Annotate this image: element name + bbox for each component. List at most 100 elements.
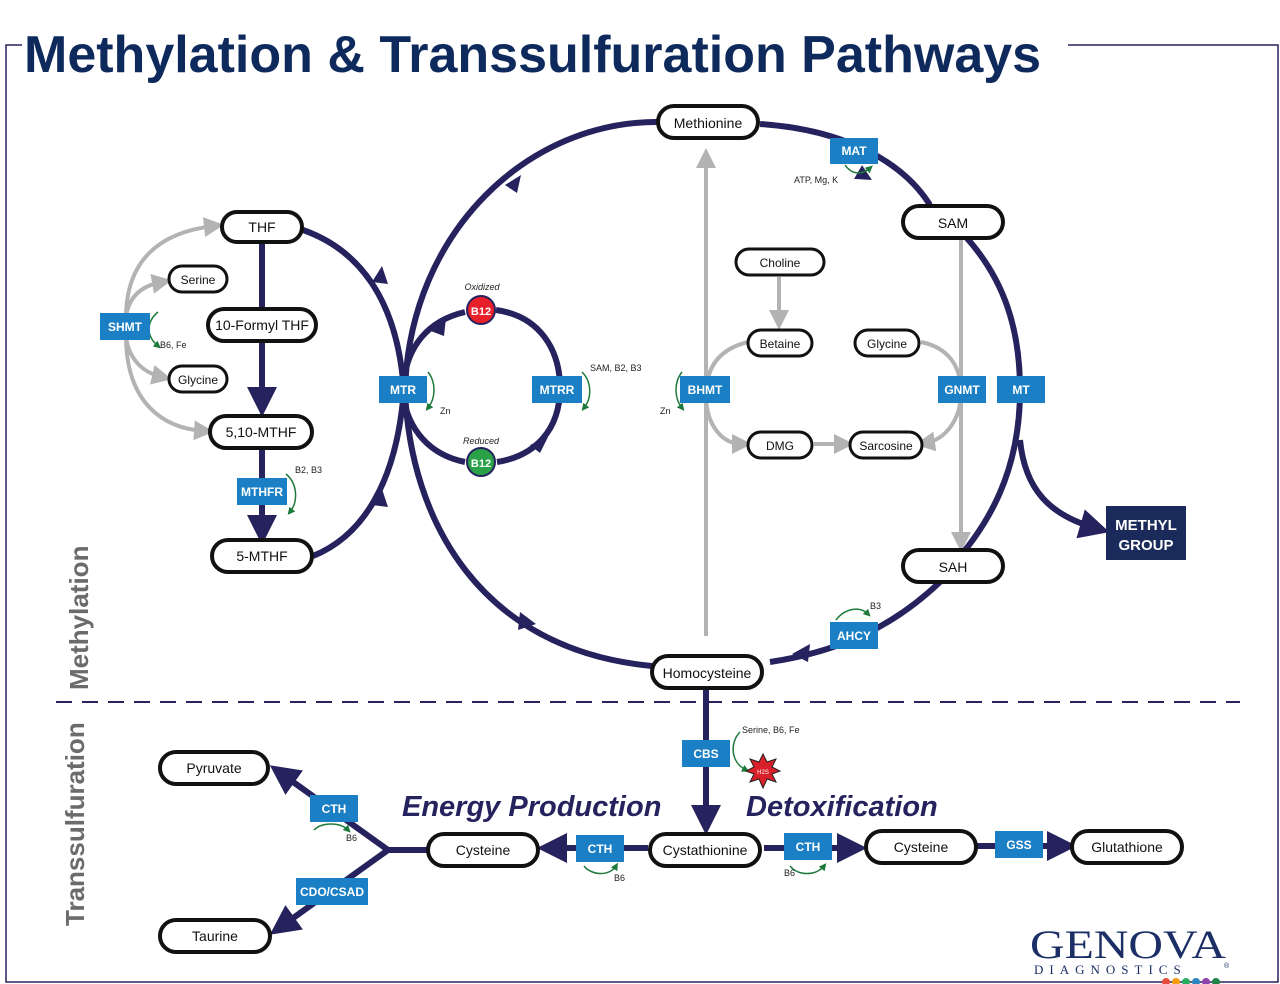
node-serine — [167, 264, 229, 294]
label-mthf-5: 5-MTHF — [236, 548, 287, 564]
logo-registered-mark: ® — [1224, 962, 1230, 970]
methyl-group-line1: METHYL — [1115, 517, 1177, 534]
label-homocysteine: Homocysteine — [663, 665, 752, 681]
b12-oxidized-circle — [466, 295, 496, 325]
cofactor-curves — [148, 164, 873, 875]
direction-chevrons — [372, 165, 872, 662]
node-glycine-left — [167, 364, 229, 394]
cofactor-mtr: Zn — [440, 406, 451, 416]
navy-pathway — [247, 118, 1110, 935]
cofactor-mthfr: B2, B3 — [295, 465, 322, 475]
b12-oxidized-label: Oxidized — [464, 282, 500, 292]
metabolite-nodes — [158, 104, 1184, 954]
enzyme-cth-left: CTH — [322, 802, 347, 816]
enzyme-box-shmt — [100, 313, 150, 340]
node-sarcosine — [848, 430, 924, 460]
node-homocysteine — [650, 654, 764, 690]
cofactor-shmt: B6, Fe — [160, 340, 187, 350]
label-pyruvate: Pyruvate — [186, 760, 241, 776]
cofactor-mat: ATP, Mg, K — [794, 175, 838, 185]
heading-energy-production: Energy Production — [402, 791, 661, 823]
label-mthf-510: 5,10-MTHF — [226, 424, 297, 440]
methyl-group-line2: GROUP — [1118, 537, 1173, 554]
section-label-methylation: Methylation — [64, 546, 94, 690]
label-glycine-left: Glycine — [178, 373, 218, 387]
node-dmg — [746, 430, 814, 460]
enzyme-cbs: CBS — [693, 747, 718, 761]
node-sah — [901, 548, 1005, 584]
enzyme-box-cbs — [682, 740, 730, 767]
node-mthf-5 — [210, 538, 314, 574]
node-thf — [220, 210, 304, 244]
node-sam — [901, 204, 1005, 240]
node-cysteine-left — [426, 832, 540, 868]
enzyme-box-cth-right — [784, 833, 832, 860]
cofactor-cth-mid: B6 — [614, 873, 625, 883]
h2s-starburst-icon: H2S — [744, 752, 782, 790]
label-serine: Serine — [181, 273, 216, 287]
cofactor-labels: ATP, Mg, K B6, Fe B2, B3 Zn SAM, B2, B3 … — [160, 175, 881, 883]
label-cysteine-right: Cysteine — [894, 839, 949, 855]
logo-dot — [1202, 978, 1210, 984]
node-betaine — [746, 328, 814, 358]
node-choline — [734, 247, 826, 277]
enzyme-box-cth-mid — [576, 835, 624, 862]
b12-reduced-circle — [466, 447, 496, 477]
node-taurine — [158, 918, 272, 954]
cofactor-cth-right: B6 — [784, 868, 795, 878]
enzyme-box-mthfr — [237, 478, 287, 505]
enzyme-box-gnmt — [938, 376, 986, 403]
cofactor-bhmt: Zn — [660, 406, 671, 416]
b12-oxidized: B12 — [471, 306, 491, 318]
enzyme-box-mtr — [379, 376, 427, 403]
enzyme-shmt: SHMT — [108, 320, 143, 334]
h2s-label: H2S — [757, 770, 769, 776]
label-dmg: DMG — [766, 439, 794, 453]
logo-dot — [1172, 978, 1180, 984]
enzyme-cdo-csad: CDO/CSAD — [300, 885, 364, 899]
cofactor-cth-left: B6 — [346, 833, 357, 843]
enzyme-box-gss — [995, 831, 1043, 858]
label-formyl-thf: 10-Formyl THF — [215, 317, 309, 333]
label-choline: Choline — [760, 256, 801, 270]
logo-dot — [1162, 978, 1170, 984]
metabolite-labels: Methionine SAM SAH Homocysteine THF Seri… — [178, 115, 1163, 944]
enzyme-box-cdo-csad — [296, 878, 368, 905]
enzyme-box-mtrr — [532, 376, 582, 403]
label-thf: THF — [248, 219, 275, 235]
enzyme-gss: GSS — [1006, 838, 1031, 852]
enzyme-labels: MAT SHMT MTHFR MTR MTRR BHMT GNMT MT AHC… — [108, 144, 1032, 899]
enzyme-box-cth-left — [310, 795, 358, 822]
node-pyruvate — [158, 750, 270, 786]
label-cystathionine: Cystathionine — [663, 842, 748, 858]
b12-reduced: B12 — [471, 458, 491, 470]
logo-dot — [1192, 978, 1200, 984]
cofactor-mtrr: SAM, B2, B3 — [590, 363, 642, 373]
node-mthf-510 — [208, 414, 314, 450]
section-label-transsulfuration: Transsulfuration — [60, 722, 90, 926]
genova-logo: GENOVA DIAGNOSTICS ® — [1030, 922, 1230, 984]
enzyme-box-ahcy — [830, 622, 878, 649]
heading-detoxification: Detoxification — [746, 791, 938, 823]
logo-name: GENOVA — [1030, 922, 1226, 967]
logo-dots — [1162, 978, 1220, 984]
cofactor-ahcy: B3 — [870, 601, 881, 611]
label-glycine-right: Glycine — [867, 337, 907, 351]
label-betaine: Betaine — [760, 337, 801, 351]
enzyme-box-mt — [997, 376, 1045, 403]
page-title: Methylation & Transsulfuration Pathways — [24, 26, 1041, 84]
enzyme-mtr: MTR — [390, 383, 416, 397]
enzyme-gnmt: GNMT — [944, 383, 980, 397]
label-sarcosine: Sarcosine — [859, 439, 913, 453]
label-sah: SAH — [939, 559, 968, 575]
enzyme-mt: MT — [1012, 383, 1030, 397]
frame — [5, 44, 1279, 983]
enzyme-ahcy: AHCY — [837, 629, 871, 643]
enzyme-mthfr: MTHFR — [241, 485, 283, 499]
methyl-group-box — [1106, 506, 1186, 560]
enzyme-cth-mid: CTH — [588, 842, 613, 856]
node-cysteine-right — [864, 829, 978, 865]
label-cysteine-left: Cysteine — [456, 842, 511, 858]
